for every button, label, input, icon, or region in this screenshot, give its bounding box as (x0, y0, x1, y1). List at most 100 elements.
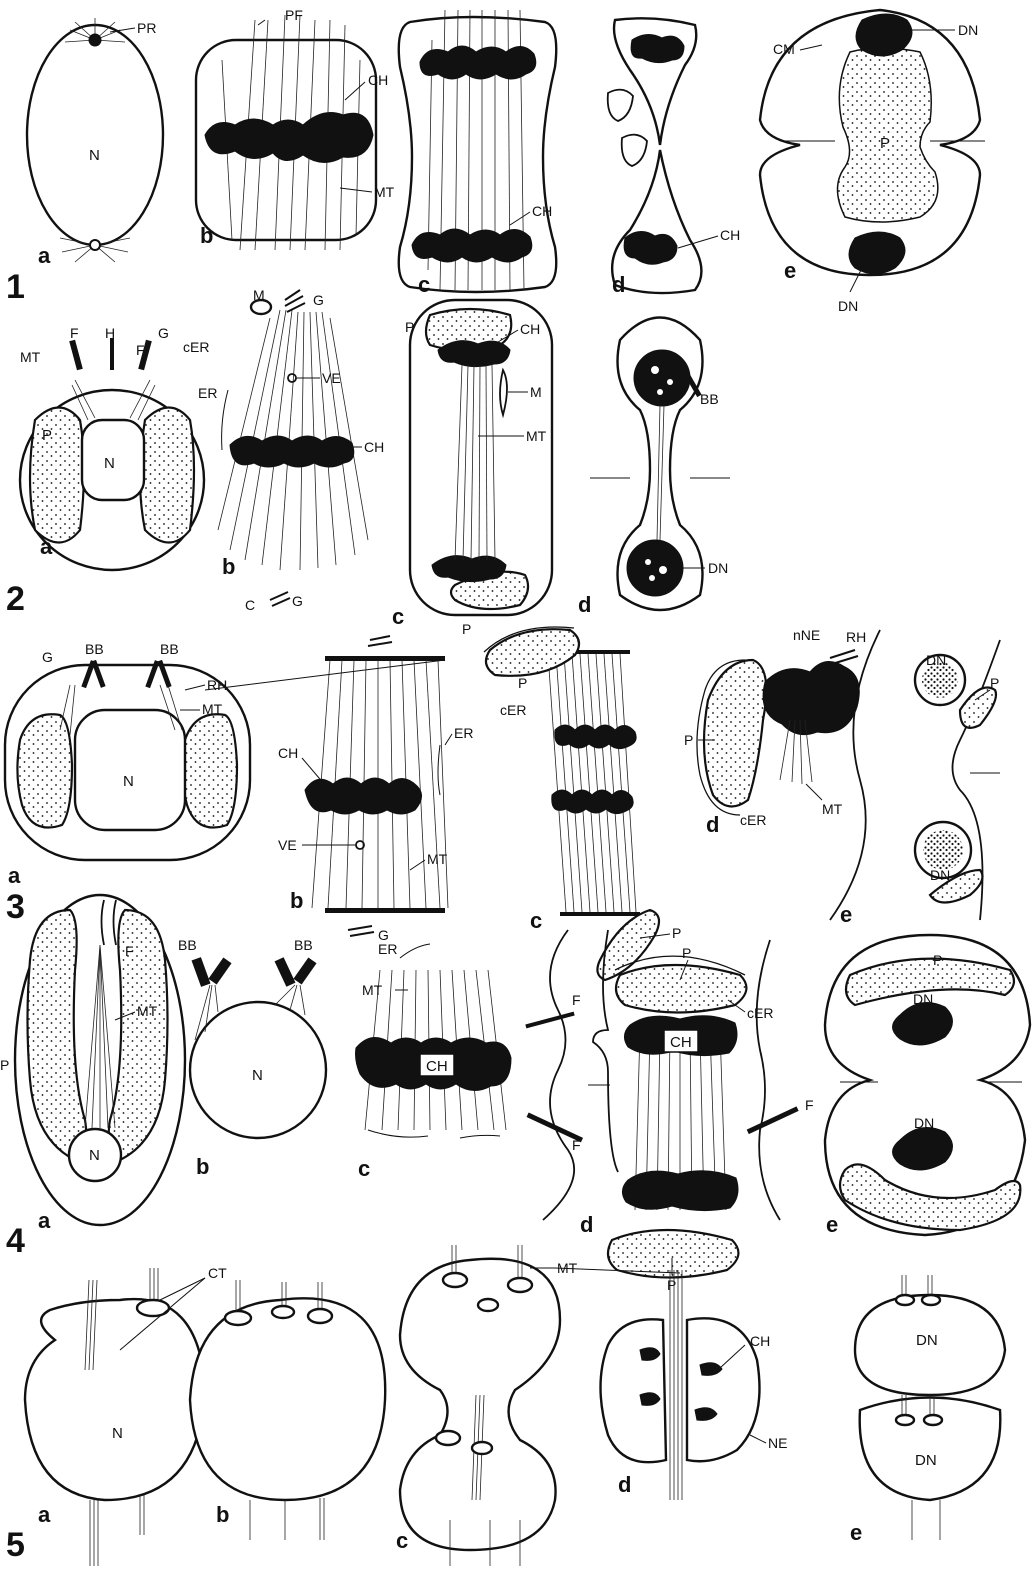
channel-3 (896, 1415, 914, 1425)
nucleus-outline (190, 1298, 385, 1500)
label-g2: G (292, 593, 303, 609)
plastid-right (182, 714, 237, 827)
label-cer: cER (740, 812, 766, 828)
label-dn-bottom: DN (914, 1115, 934, 1131)
plastid-bottom (608, 1230, 738, 1278)
label-dn-top: DN (958, 22, 978, 38)
label-h: H (105, 325, 115, 341)
row-1: PR N a PF CH MT b (27, 7, 985, 314)
label-pf: PF (285, 7, 303, 23)
label-ch: CH (426, 1058, 448, 1075)
label-er: ER (454, 725, 473, 741)
row-4: F MT P N a BB BB N b (0, 895, 1030, 1293)
panel-letter: b (222, 554, 235, 579)
label-rh: RH (207, 677, 227, 693)
rhizoplast-bottom (560, 912, 640, 916)
basal-body-4 (293, 957, 316, 984)
panel-letter: c (392, 604, 404, 629)
label-n: N (112, 1425, 123, 1442)
nucleus (75, 710, 185, 830)
nucleus-outline (27, 25, 163, 245)
panel-5b: b (190, 1280, 385, 1540)
rhizoplast-bottom (325, 908, 445, 913)
label-dn-top: DN (916, 1332, 938, 1349)
nuclear-chromatin (763, 662, 859, 735)
panel-letter: e (850, 1520, 862, 1545)
row-number-2: 2 (6, 580, 25, 619)
panel-letter: c (530, 908, 542, 933)
channel-1 (225, 1311, 251, 1325)
panel-3e: DN P DN e (830, 630, 1000, 927)
row-number-1: 1 (6, 268, 25, 307)
daughter-nucleus (627, 540, 683, 596)
chromosomes (305, 778, 422, 814)
er-bottom-2 (460, 1135, 500, 1138)
panel-5d: CH NE d (555, 1268, 787, 1500)
panel-1e: DN CM P DN e (760, 10, 985, 314)
label-ve: VE (322, 370, 341, 386)
panel-letter: e (826, 1212, 838, 1237)
plastid-left (30, 408, 84, 543)
vesicle (288, 374, 296, 382)
nucleus-left-half (601, 1319, 667, 1462)
plastid-top (960, 688, 996, 728)
label-p-top: P (682, 945, 691, 961)
panel-4b: BB BB N b (178, 937, 326, 1179)
chromosomes-bottom (622, 1171, 738, 1211)
wall-right (757, 940, 780, 1220)
er-left (222, 390, 228, 450)
er-top (400, 944, 430, 958)
label-f: F (70, 325, 79, 341)
plastid-right (140, 408, 194, 543)
panel-1c: CH c (399, 10, 557, 297)
er (438, 745, 440, 795)
chromosomes-bottom (552, 790, 633, 814)
panel-letter: b (216, 1502, 229, 1527)
panel-4d: F F P cER CH F P d (525, 930, 813, 1293)
label-bb2: BB (294, 937, 313, 953)
panel-letter: e (840, 902, 852, 927)
golgi-top (368, 636, 392, 646)
label-mt: MT (202, 701, 223, 717)
label-ch: CH (670, 1034, 692, 1051)
panel-letter: a (38, 1208, 51, 1233)
panel-letter: c (396, 1528, 408, 1553)
channel-1 (896, 1295, 914, 1305)
golgi-bottom (270, 592, 290, 606)
panel-letter: c (418, 272, 430, 297)
label-bb1: BB (178, 937, 197, 953)
panel-letter: d (618, 1472, 631, 1497)
label-ch: CH (364, 439, 384, 455)
panel-letter: c (358, 1156, 370, 1181)
label-mt: MT (526, 428, 547, 444)
panel-2a: MT F H F G cER P N a (20, 325, 209, 570)
panel-2d: BB DN d (578, 318, 730, 618)
label-n: N (89, 1147, 100, 1164)
label-p: P (0, 1057, 9, 1073)
vacuole-1 (608, 90, 633, 121)
label-p2: P (462, 621, 471, 637)
label-ve: VE (278, 837, 297, 853)
nucleus-right-half (687, 1318, 760, 1461)
nucleus-outline (25, 1299, 205, 1500)
label-n: N (104, 455, 115, 472)
chromosomes-top (631, 34, 684, 62)
label-n: N (252, 1067, 263, 1084)
label-dn-bottom: DN (915, 1452, 937, 1469)
label-ch: CH (278, 745, 298, 761)
panel-2c: P CH M MT P c (392, 300, 552, 637)
vacuole-2 (622, 135, 647, 166)
nucleus-top (634, 350, 690, 406)
flagellum-upper (525, 1012, 574, 1029)
panel-letter: d (578, 592, 591, 617)
label-g: G (158, 325, 169, 341)
label-cm: CM (773, 41, 795, 57)
chromosomes-bottom (412, 229, 532, 262)
label-er: ER (378, 941, 397, 957)
panel-letter: e (784, 258, 796, 283)
label-f: F (125, 943, 134, 959)
basal-body-3 (275, 957, 296, 987)
plastid-left (17, 714, 72, 827)
